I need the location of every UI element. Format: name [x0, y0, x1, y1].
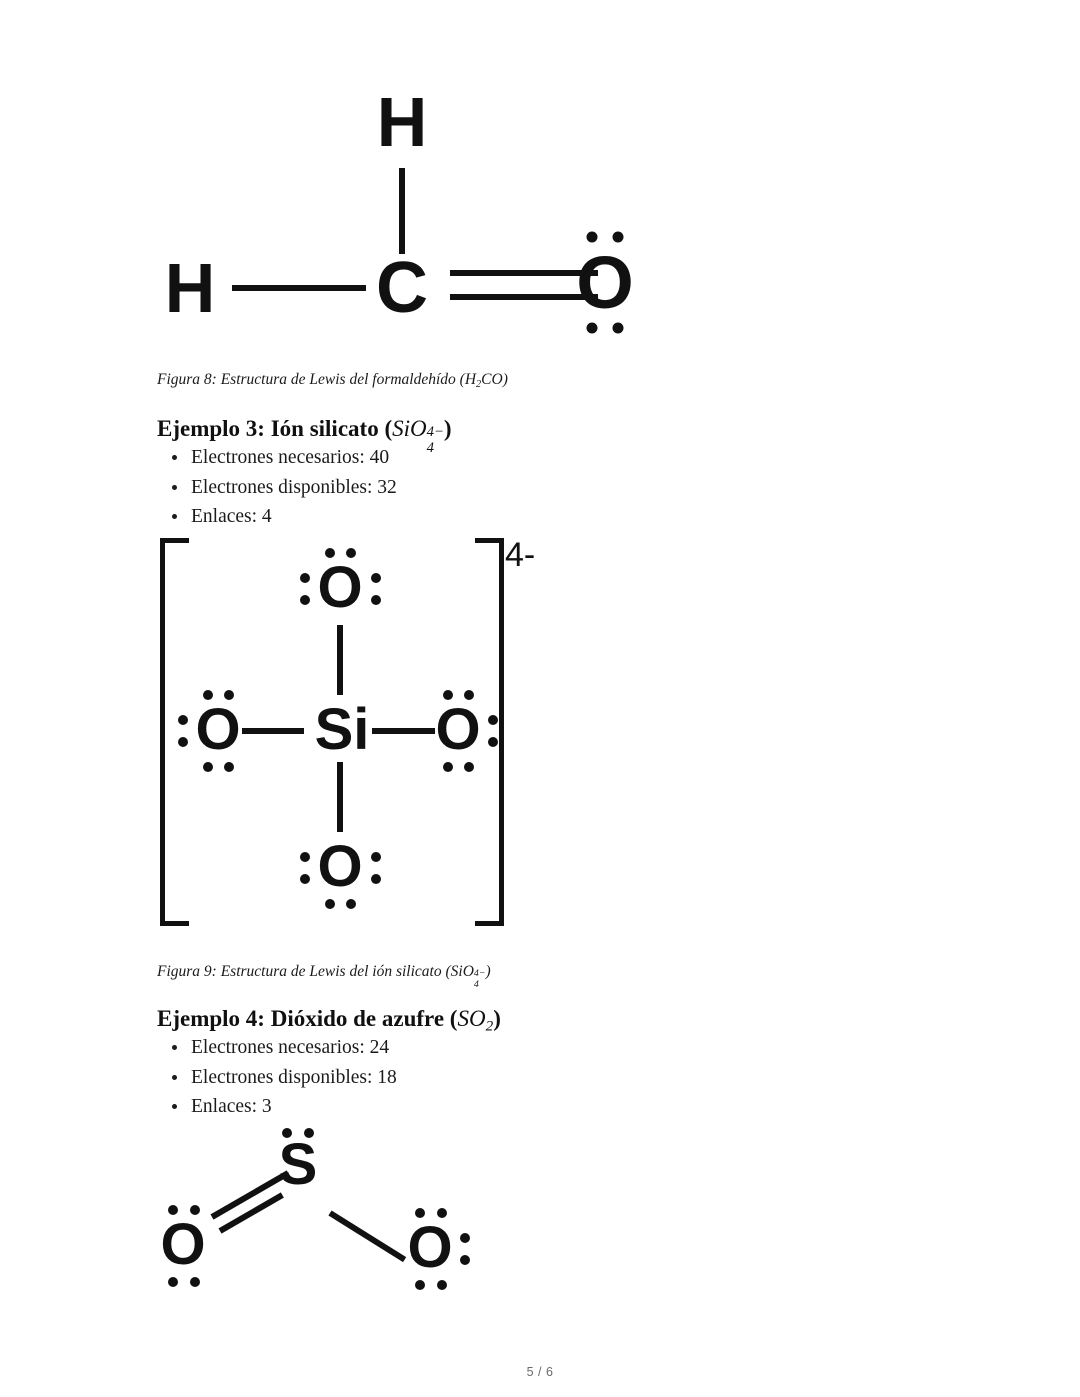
figure-9-caption-text: Figura 9: Estructura de Lewis del ión si…	[157, 963, 451, 980]
lone-pair-dot-oxygen-right-below-right	[437, 1280, 447, 1290]
lone-pair-dot-oxygen-top-left	[586, 231, 598, 243]
atom-oxygen-right: O	[576, 241, 634, 324]
lone-pair-dot-oxygen-top-left-lower	[300, 595, 310, 605]
lone-pair-dot-oxygen-bottom-right-lower	[371, 874, 381, 884]
lone-pair-dot-oxygen-bottom-right-upper	[371, 852, 381, 862]
lone-pair-dot-oxygen-right-side-upper	[460, 1233, 470, 1243]
bond-silicon-oxygen-top	[337, 625, 343, 695]
atom-oxygen-right: O	[435, 697, 481, 762]
atom-oxygen-left: O	[160, 1212, 206, 1277]
bond-carbon-hydrogen-left	[232, 285, 366, 291]
atom-carbon-center: C	[376, 248, 428, 328]
lone-pair-dot-oxygen-right-above-left	[443, 690, 453, 700]
atom-oxygen-left: O	[195, 697, 241, 762]
figure-8-formula: H2CO	[464, 371, 503, 390]
lone-pair-dot-oxygen-right-below-left	[415, 1280, 425, 1290]
bond-carbon-hydrogen-top	[399, 168, 405, 254]
lone-pair-dot-oxygen-bottom-left-upper	[300, 852, 310, 862]
bond-carbon-oxygen-lower	[450, 294, 598, 300]
bond-silicon-oxygen-left	[242, 728, 304, 734]
bond-silicon-oxygen-right	[372, 728, 435, 734]
lone-pair-dot-oxygen-bottom-left	[586, 322, 598, 334]
atom-oxygen-bottom: O	[317, 834, 363, 899]
atom-hydrogen-left: H	[164, 249, 216, 327]
atom-hydrogen-top: H	[376, 83, 428, 161]
lone-pair-dot-oxygen-right-below-left	[443, 762, 453, 772]
lone-pair-dot-oxygen-left-below-right	[224, 762, 234, 772]
lone-pair-dot-oxygen-top-right-lower	[371, 595, 381, 605]
atom-oxygen-right: O	[407, 1215, 453, 1280]
page-number-footer: 5 / 6	[526, 1365, 554, 1379]
list-item: Enlaces: 3	[172, 1092, 397, 1122]
example-4-heading-text: Ejemplo 4: Dióxido de azufre (	[157, 1006, 458, 1031]
lone-pair-dot-oxygen-top-right	[612, 231, 624, 243]
list-item: Electrones necesarios: 24	[172, 1033, 397, 1063]
lone-pair-dot-oxygen-bottom-right	[612, 322, 624, 334]
figure-8-caption: Figura 8: Estructura de Lewis del formal…	[157, 370, 508, 392]
lone-pair-dot-oxygen-right-side-lower	[460, 1255, 470, 1265]
charge-label: 4-	[505, 536, 536, 574]
bond-sulfur-oxygen-right	[328, 1210, 407, 1263]
lewis-structure-silicate-ion: 4- O O Si O O	[150, 530, 590, 930]
atom-oxygen-top: O	[317, 555, 363, 620]
lone-pair-dot-oxygen-top-above-right	[346, 548, 356, 558]
lone-pair-dot-oxygen-right-side-lower	[488, 737, 498, 747]
lewis-structure-formaldehyde: H H C O	[150, 80, 670, 350]
lone-pair-dot-oxygen-right-side-upper	[488, 715, 498, 725]
example-4-bullet-list: Electrones necesarios: 24 Electrones dis…	[157, 1033, 397, 1122]
lone-pair-dot-oxygen-right-above-right	[464, 690, 474, 700]
atom-silicon-center: Si	[314, 697, 370, 762]
example-3-heading-text: Ejemplo 3: Ión silicato (	[157, 416, 393, 441]
lone-pair-dot-oxygen-left-above-left	[203, 690, 213, 700]
bracket-right	[475, 538, 504, 926]
lone-pair-dot-oxygen-right-below-right	[464, 762, 474, 772]
figure-9-caption-suffix: )	[485, 963, 491, 980]
lone-pair-dot-oxygen-right-above-left	[415, 1208, 425, 1218]
example-3-bullet-list: Electrones necesarios: 40 Electrones dis…	[157, 443, 397, 532]
example-4-heading: Ejemplo 4: Dióxido de azufre (SO2)	[157, 1005, 501, 1035]
lone-pair-dot-oxygen-left-below-left	[203, 762, 213, 772]
list-item: Electrones necesarios: 40	[172, 443, 397, 473]
bond-silicon-oxygen-bottom	[337, 762, 343, 832]
bracket-left	[160, 538, 189, 926]
bond-carbon-oxygen-upper	[450, 270, 598, 276]
lone-pair-dot-oxygen-top-above-left	[325, 548, 335, 558]
atom-sulfur-center: S	[278, 1132, 318, 1197]
list-item: Electrones disponibles: 18	[172, 1063, 397, 1093]
lone-pair-dot-oxygen-left-above-right	[224, 690, 234, 700]
lone-pair-dot-sulfur-top-left	[282, 1128, 292, 1138]
lone-pair-dot-oxygen-left-above-right	[190, 1205, 200, 1215]
lewis-structure-sulfur-dioxide: S O O	[150, 1110, 490, 1310]
example-4-formula: SO2	[457, 1006, 494, 1035]
lone-pair-dot-oxygen-top-left-upper	[300, 573, 310, 583]
lone-pair-dot-oxygen-left-side-lower	[178, 737, 188, 747]
example-4-heading-suffix: )	[493, 1006, 501, 1031]
lone-pair-dot-oxygen-left-side-upper	[178, 715, 188, 725]
lone-pair-dot-oxygen-top-right-upper	[371, 573, 381, 583]
list-item: Enlaces: 4	[172, 502, 397, 532]
lone-pair-dot-oxygen-left-above-left	[168, 1205, 178, 1215]
lone-pair-dot-sulfur-top-right	[304, 1128, 314, 1138]
figure-8-caption-text: Figura 8: Estructura de Lewis del formal…	[157, 371, 465, 388]
example-3-heading-suffix: )	[443, 416, 452, 441]
lone-pair-dot-oxygen-left-below-right	[190, 1277, 200, 1287]
figure-8-caption-suffix: )	[502, 371, 508, 388]
lone-pair-dot-oxygen-right-above-right	[437, 1208, 447, 1218]
figure-9-caption: Figura 9: Estructura de Lewis del ión si…	[157, 962, 491, 990]
list-item: Electrones disponibles: 32	[172, 473, 397, 503]
lone-pair-dot-oxygen-bottom-below-left	[325, 899, 335, 909]
lone-pair-dot-oxygen-bottom-below-right	[346, 899, 356, 909]
lone-pair-dot-oxygen-left-below-left	[168, 1277, 178, 1287]
lone-pair-dot-oxygen-bottom-left-lower	[300, 874, 310, 884]
bond-sulfur-oxygen-left-lower	[218, 1192, 284, 1234]
